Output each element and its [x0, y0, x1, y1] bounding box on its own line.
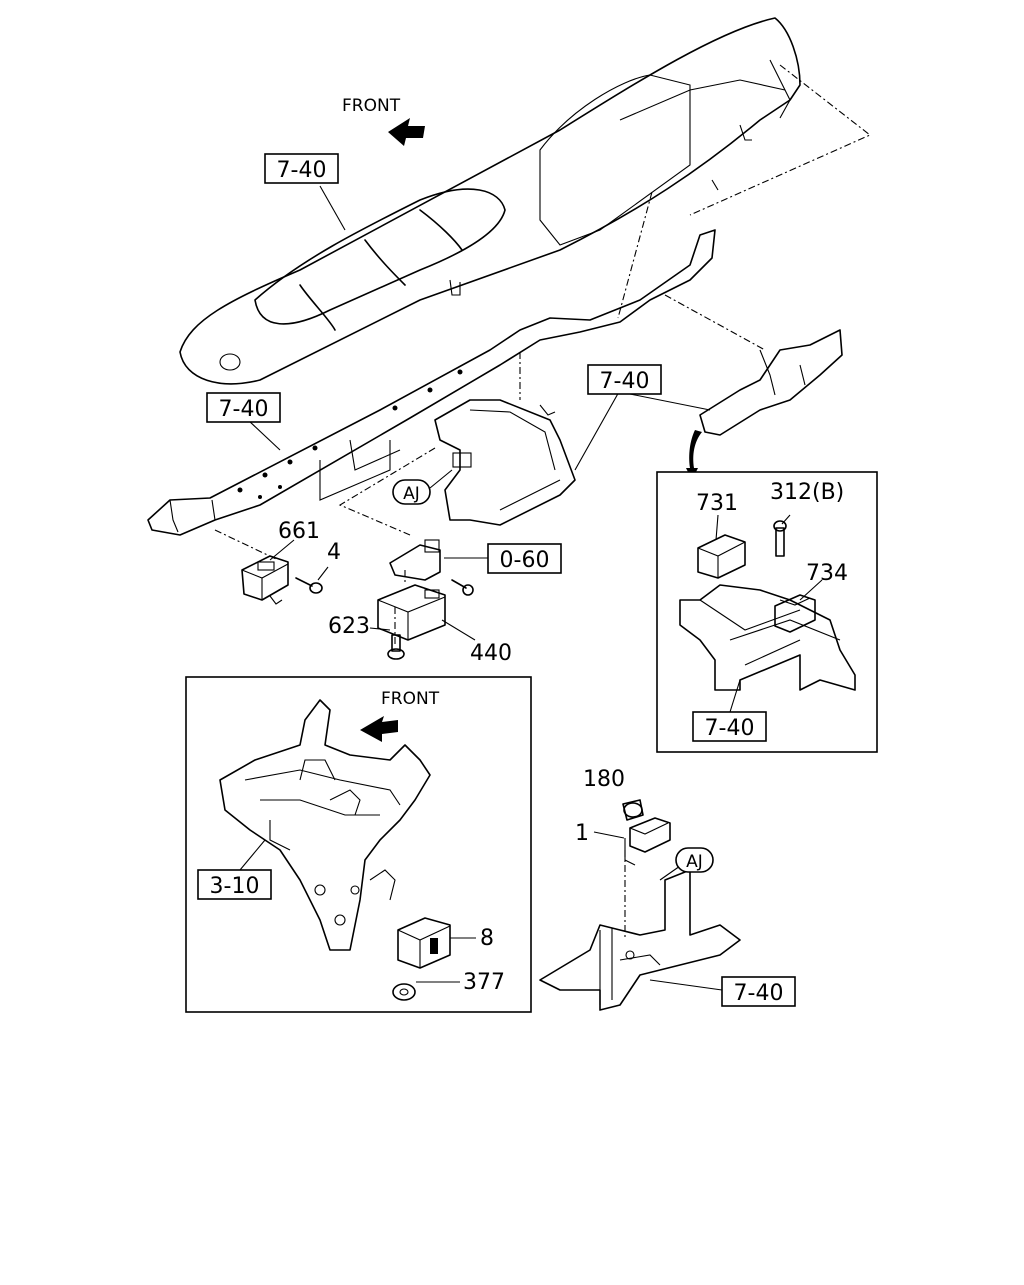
boxed-ref-inset-right: 7-40	[692, 711, 767, 742]
svg-text:7-40: 7-40	[734, 981, 784, 1006]
front-arrow-left-icon	[360, 716, 398, 742]
boxed-ref-beam: 7-40	[206, 392, 281, 423]
svg-text:7-40: 7-40	[705, 716, 755, 741]
inset-panel-left	[185, 676, 532, 1013]
svg-text:3-10: 3-10	[210, 874, 260, 899]
svg-text:7-40: 7-40	[277, 158, 327, 183]
part-number-4: 4	[327, 540, 341, 565]
part-number-8: 8	[480, 926, 494, 951]
callout-lines	[247, 185, 711, 641]
boxed-ref-3-10: 3-10	[197, 869, 272, 900]
front-label-top: FRONT	[342, 96, 401, 116]
inset-panel-right	[656, 471, 878, 753]
beam-holes	[237, 369, 463, 499]
svg-text:0-60: 0-60	[500, 548, 550, 573]
front-arrow-top-icon	[388, 118, 425, 146]
svg-text:AJ: AJ	[686, 852, 703, 872]
svg-text:AJ: AJ	[403, 484, 420, 504]
bolt-623	[387, 634, 405, 660]
part-number-312b: 312(B)	[770, 480, 844, 505]
curved-arrow-icon	[686, 430, 702, 480]
module-440	[377, 584, 446, 641]
part-number-440: 440	[470, 641, 512, 666]
part-number-377: 377	[463, 970, 505, 995]
part-number-623: 623	[328, 614, 370, 639]
part-number-661: 661	[278, 519, 320, 544]
part-number-180: 180	[583, 767, 625, 792]
svg-text:7-40: 7-40	[219, 397, 269, 422]
boxed-ref-dashboard: 7-40	[264, 153, 339, 184]
boxed-ref-bottom-right: 7-40	[721, 976, 796, 1007]
boxed-ref-center: 7-40	[587, 364, 662, 395]
dashboard-panel	[179, 17, 801, 385]
part-number-1: 1	[575, 821, 589, 846]
component-661	[241, 555, 289, 605]
part-number-734: 734	[806, 561, 848, 586]
right-side-bracket	[699, 329, 843, 436]
center-bracket	[434, 399, 576, 526]
circled-ref-aj-bottom: AJ	[675, 847, 714, 873]
svg-text:7-40: 7-40	[600, 369, 650, 394]
bracket-0-60	[389, 539, 474, 596]
front-text-left: FRONT	[381, 689, 440, 709]
boxed-ref-0-60: 0-60	[487, 543, 562, 574]
front-text-top: FRONT	[342, 96, 401, 116]
part-number-731: 731	[696, 491, 738, 516]
circled-ref-aj-center: AJ	[392, 479, 431, 505]
cross-member-beam	[147, 229, 716, 536]
screw-4	[295, 577, 323, 594]
bottom-right-bracket	[539, 799, 741, 1011]
